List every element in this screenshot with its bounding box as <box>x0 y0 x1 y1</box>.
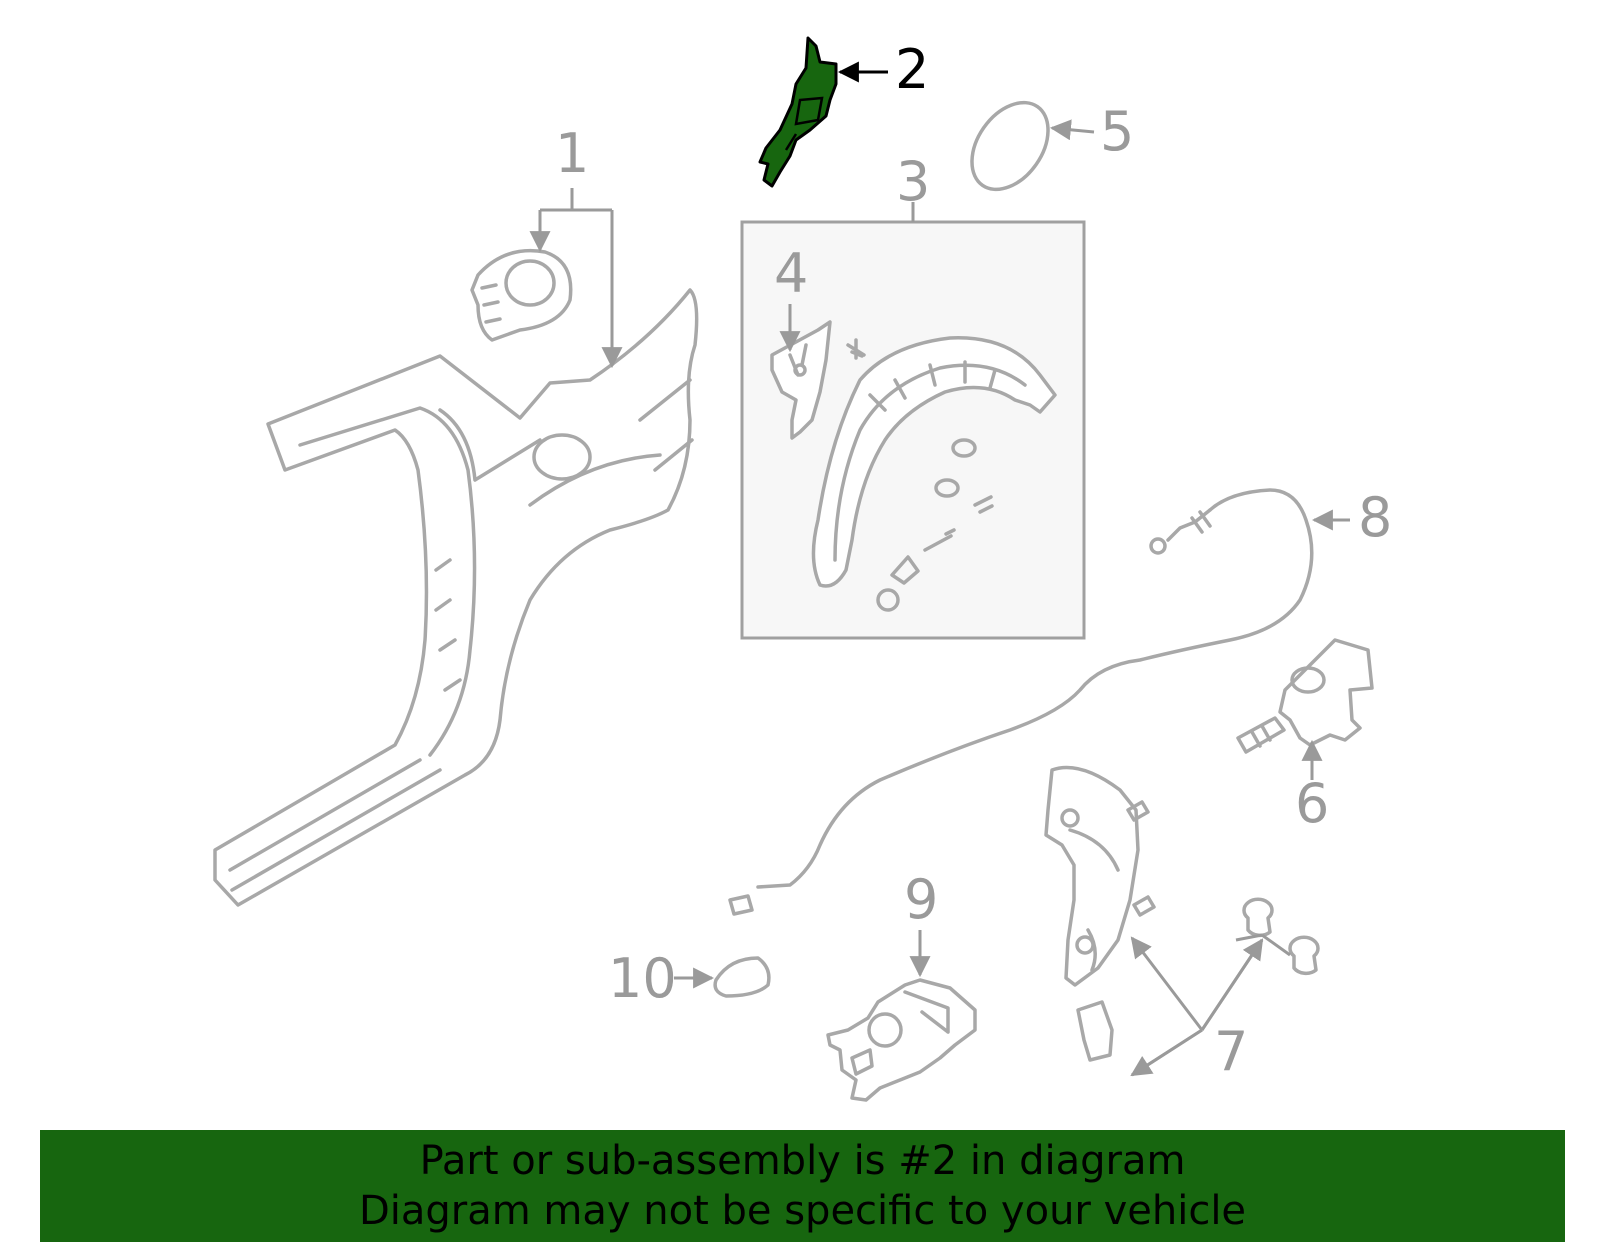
callout-9: 9 <box>904 868 938 931</box>
part-10-cap[interactable] <box>713 956 771 998</box>
part-9-latch[interactable] <box>826 978 977 1102</box>
callout-10: 10 <box>608 947 677 1010</box>
callout-4: 4 <box>774 242 808 305</box>
leader-lines <box>529 61 1350 989</box>
callout-5: 5 <box>1100 100 1134 163</box>
part-7-hinge-set[interactable] <box>1044 765 1320 1077</box>
callout-7: 7 <box>1214 1020 1248 1083</box>
fastener-set <box>846 338 994 612</box>
callout-labels: 1 2 3 4 5 6 7 8 9 10 <box>555 38 1392 1083</box>
part-6-actuator[interactable] <box>1236 638 1374 754</box>
part-5-o-ring[interactable] <box>956 88 1063 203</box>
callout-2: 2 <box>895 38 929 101</box>
part-1-quarter-panel[interactable] <box>213 248 699 907</box>
banner-line-disclaimer: Diagram may not be specific to your vehi… <box>358 1188 1247 1234</box>
part-2-fuel-door-bracket[interactable] <box>758 36 838 188</box>
banner-line-part: Part or sub-assembly is #2 in diagram <box>419 1138 1186 1184</box>
callout-8: 8 <box>1358 486 1392 549</box>
callout-6: 6 <box>1295 772 1329 835</box>
part-8-release-cable[interactable] <box>728 488 1314 916</box>
callout-3: 3 <box>896 150 930 213</box>
info-banner: Part or sub-assembly is #2 in diagram Di… <box>40 1130 1565 1242</box>
callout-1: 1 <box>555 122 589 185</box>
